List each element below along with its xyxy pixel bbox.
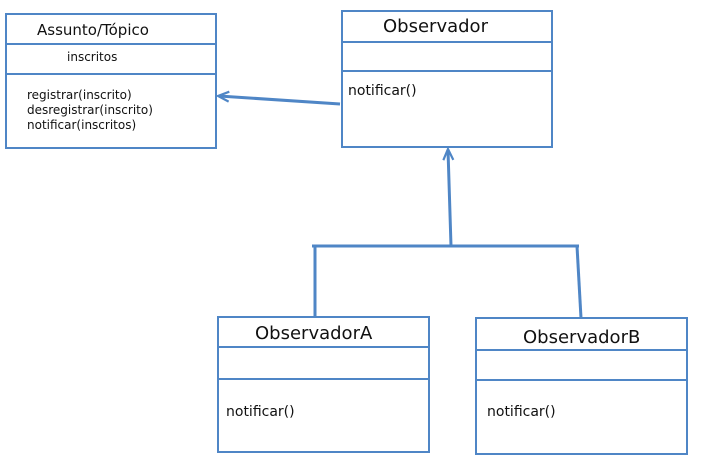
class-assunto-method: notificar(inscritos)	[27, 118, 137, 132]
class-observador-a-divider-1	[219, 346, 428, 348]
class-observador-b: ObservadorB notificar()	[475, 317, 688, 455]
class-observador: Observador notificar()	[341, 10, 553, 148]
class-assunto-method: desregistrar(inscrito)	[27, 103, 153, 117]
class-observador-a-method: notificar()	[226, 404, 295, 420]
association-arrow	[219, 96, 341, 106]
class-observador-b-method: notificar()	[487, 404, 556, 420]
class-assunto-name: Assunto/Tópico	[37, 21, 149, 39]
inheritance-drop-b	[575, 245, 583, 319]
class-observador-a: ObservadorA notificar()	[217, 316, 430, 453]
class-observador-b-divider-1	[477, 349, 686, 351]
inheritance-trunk	[448, 150, 451, 247]
class-observador-b-divider-2	[477, 379, 686, 381]
class-assunto-divider-1	[7, 43, 215, 45]
class-observador-method: notificar()	[348, 83, 417, 99]
class-observador-divider-1	[343, 41, 551, 43]
class-observador-divider-2	[343, 70, 551, 72]
class-assunto-attribute: inscritos	[67, 50, 118, 64]
class-observador-a-name: ObservadorA	[255, 323, 373, 344]
class-observador-b-name: ObservadorB	[523, 327, 641, 348]
class-assunto-method: registrar(inscrito)	[27, 88, 132, 102]
class-assunto-divider-2	[7, 73, 215, 75]
class-assunto-topico: Assunto/Tópico inscritos registrar(inscr…	[5, 13, 217, 149]
class-observador-name: Observador	[383, 16, 488, 37]
class-observador-a-divider-2	[219, 378, 428, 380]
